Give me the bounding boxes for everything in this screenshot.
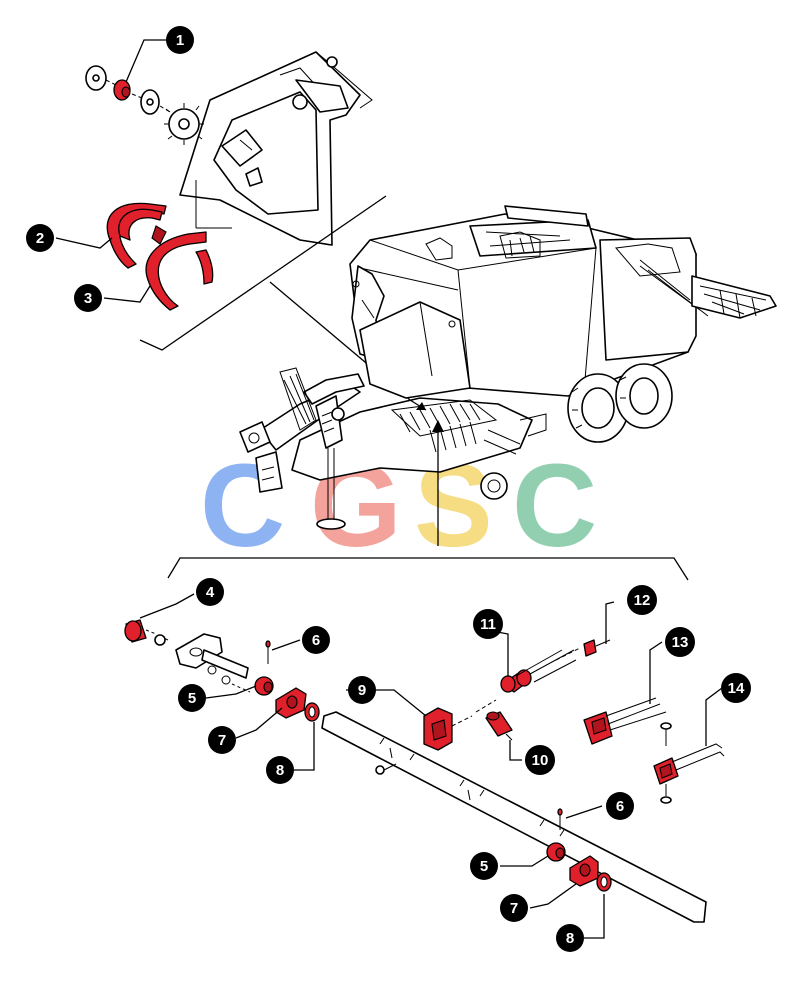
callout-2: 2 [26,224,54,252]
svg-text:10: 10 [532,752,549,769]
callouts: 1 2 3 4 5 6 7 8 9 10 11 12 13 14 6 5 7 8 [26,26,751,952]
svg-text:1: 1 [176,32,184,49]
callout-8b: 8 [556,924,584,952]
svg-text:13: 13 [672,634,689,651]
callout-6a: 6 [302,626,330,654]
lower-exploded-assembly [124,619,725,923]
callout-1: 1 [166,26,194,54]
svg-text:9: 9 [358,682,366,699]
svg-text:5: 5 [188,690,196,707]
svg-text:14: 14 [728,680,745,697]
svg-text:7: 7 [510,900,518,917]
svg-text:4: 4 [206,584,215,601]
svg-text:6: 6 [312,632,320,649]
callout-6b: 6 [606,792,634,820]
svg-text:2: 2 [36,230,44,247]
callout-3: 3 [74,284,102,312]
callout-13: 13 [665,627,695,657]
callout-7b: 7 [500,894,528,922]
svg-text:7: 7 [218,732,226,749]
svg-text:12: 12 [634,592,651,609]
callout-7a: 7 [208,726,236,754]
upper-housing-detail [85,51,373,246]
detail-bracket-lower [167,557,689,581]
svg-text:11: 11 [480,616,496,633]
callout-4: 4 [196,578,224,606]
callout-5b: 5 [470,852,498,880]
callout-8a: 8 [266,756,294,784]
svg-text:3: 3 [84,290,92,307]
part-3-band [145,231,214,311]
callout-14: 14 [721,673,751,703]
baler-machine [239,205,777,546]
svg-text:5: 5 [480,858,488,875]
callout-10: 10 [525,745,555,775]
watermark-letter-c2: C [512,440,597,572]
callout-5a: 5 [178,684,206,712]
svg-text:8: 8 [276,762,284,779]
callout-9: 9 [348,676,376,704]
svg-text:8: 8 [566,930,574,947]
callout-11: 11 [473,609,503,639]
leader-lines [55,39,723,939]
callout-12: 12 [627,585,657,615]
part-2-band [106,202,167,269]
svg-text:6: 6 [616,798,624,815]
